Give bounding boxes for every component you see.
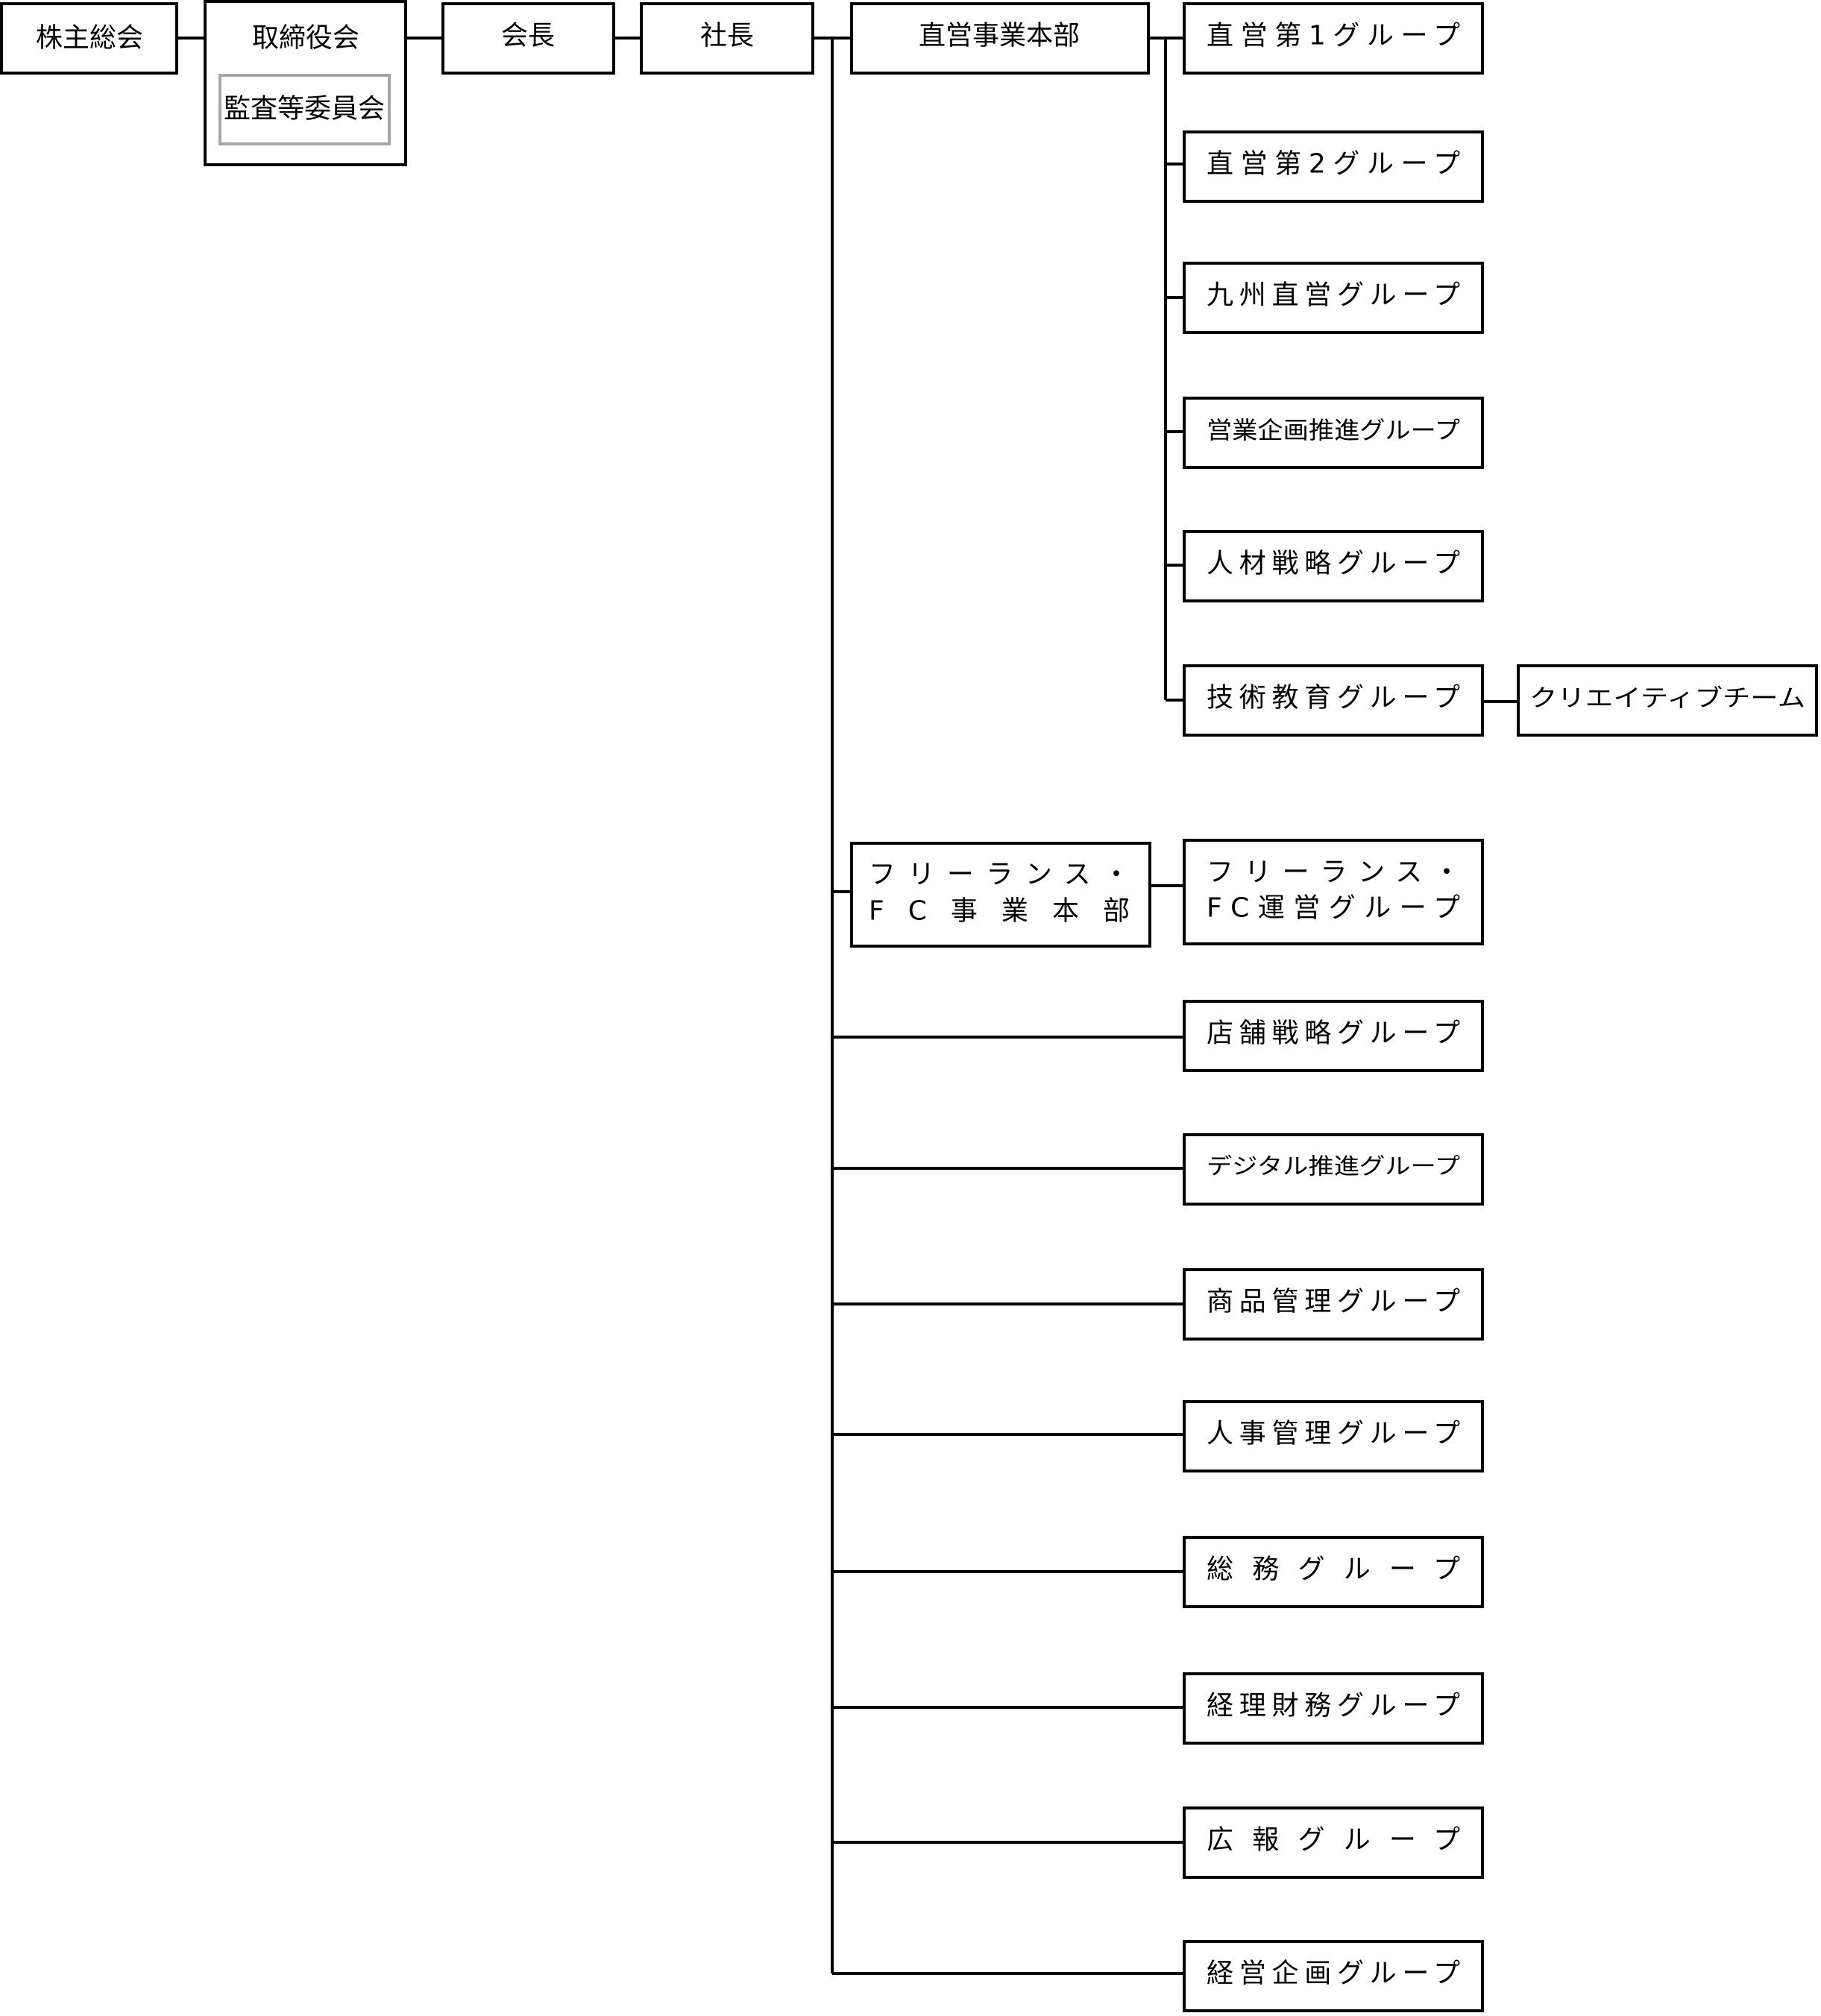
node-chairman: 会長 [441,2,615,75]
node-direct-group-2: 直営第2グループ [1183,130,1484,203]
connectors-direct-division [1148,37,1518,703]
node-direct-division: 直営事業本部 [850,2,1150,75]
node-fc-group: フリーランス・ FC運営グループ [1183,839,1484,945]
connectors-president-spine [831,38,1184,1975]
node-label-line1: フリーランス・ [1207,857,1460,888]
node-staff-group-1: 店舗戦略グループ [1183,1000,1484,1072]
node-direct-group-5: 人材戦略グループ [1183,530,1484,602]
node-label: 直営第1グループ [1207,21,1460,51]
node-audit-committee: 監査等委員会 [218,74,391,145]
node-board: 取締役会 監査等委員会 [204,0,407,166]
node-label: 株主総会 [36,23,143,54]
node-staff-group-2: デジタル推進グループ [1183,1133,1484,1206]
node-staff-group-3: 商品管理グループ [1183,1268,1484,1341]
node-label: クリエイティブチーム [1529,684,1805,712]
node-label: 営業企画推進グループ [1207,416,1460,444]
node-label: 監査等委員会 [224,94,385,125]
node-staff-group-5: 総務グループ [1183,1536,1484,1608]
node-staff-group-6: 経理財務グループ [1183,1672,1484,1745]
node-label: 取締役会 [252,23,359,54]
node-staff-group-7: 広報グループ [1183,1806,1484,1879]
node-label: 直営第2グループ [1207,149,1460,180]
node-direct-group-3: 九州直営グループ [1183,262,1484,334]
node-creative-team: クリエイティブチーム [1517,664,1818,737]
node-label: 直営事業本部 [919,21,1080,51]
node-president: 社長 [640,2,814,75]
node-shareholders: 株主総会 [0,2,178,75]
node-fc-division: フリーランス・ FC事業本部 [850,842,1151,948]
node-direct-group-1: 直営第1グループ [1183,2,1484,75]
node-label: デジタル推進グループ [1207,1154,1460,1180]
node-label: 社長 [700,21,754,51]
node-staff-group-4: 人事管理グループ [1183,1400,1484,1472]
node-direct-group-4: 営業企画推進グループ [1183,397,1484,469]
node-label-line2: FC運営グループ [1207,893,1460,924]
node-staff-group-8: 経営企画グループ [1183,1940,1484,2012]
node-label-line1: フリーランス・ [869,860,1130,890]
node-label: 会長 [501,21,555,51]
node-direct-group-6: 技術教育グループ [1183,664,1484,737]
